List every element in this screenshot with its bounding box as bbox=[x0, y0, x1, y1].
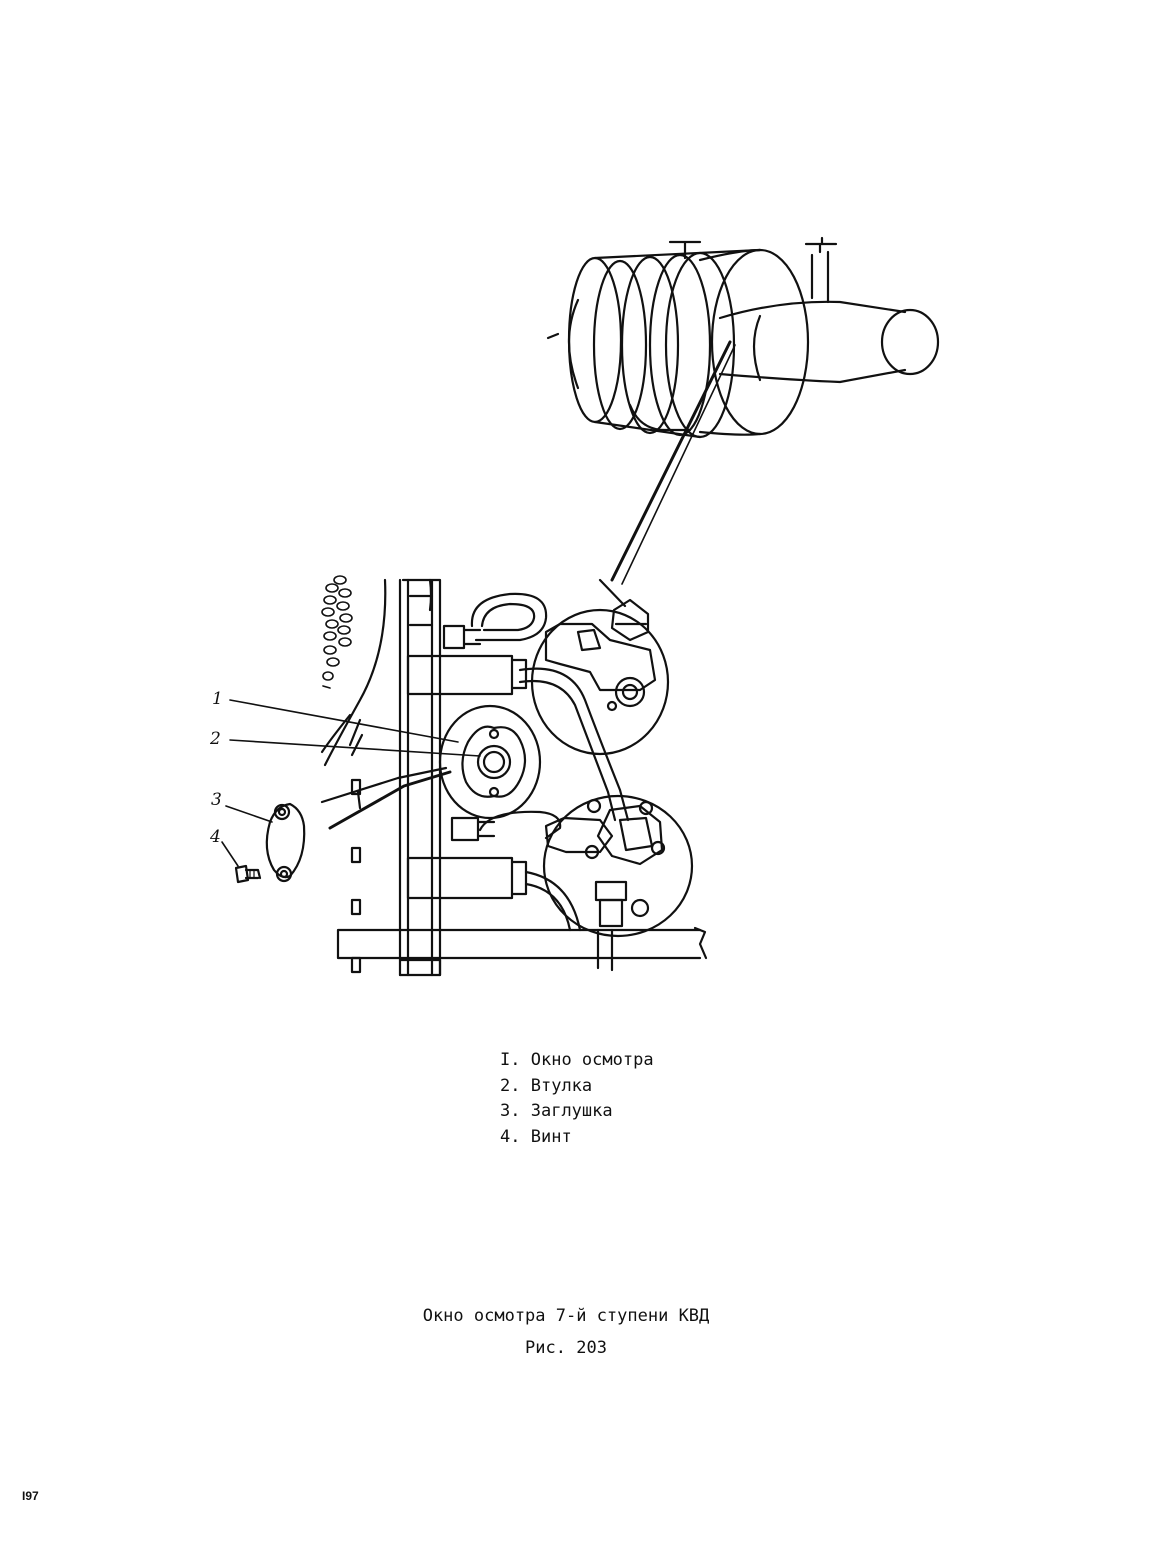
legend-item: 2. Втулка bbox=[500, 1074, 654, 1100]
screw bbox=[234, 864, 262, 884]
legend-number: 3. bbox=[500, 1101, 521, 1121]
legend-number: 2. bbox=[500, 1075, 521, 1096]
legend-text: Винт bbox=[530, 1126, 572, 1147]
callout-1: 1 bbox=[212, 689, 223, 709]
legend-number: 4. bbox=[500, 1126, 521, 1147]
figure-caption-title: Окно осмотра 7-й ступени КВД bbox=[422, 1306, 710, 1326]
legend-text: Заглушка bbox=[530, 1101, 613, 1121]
legend-number: I. bbox=[500, 1050, 521, 1070]
callout-2: 2 bbox=[209, 729, 221, 749]
legend-item: 3. Заглушка bbox=[500, 1099, 654, 1125]
engine-overview bbox=[546, 236, 940, 585]
callout-4: 4 bbox=[209, 827, 221, 847]
legend-item: 4. Винт bbox=[500, 1125, 654, 1151]
figure-label: Рис. 203 bbox=[525, 1338, 607, 1358]
detail-view bbox=[320, 575, 708, 977]
legend-text: Окно осмотра bbox=[530, 1050, 654, 1070]
plug-cover bbox=[265, 802, 306, 883]
legend-item: I. Окно осмотра bbox=[500, 1048, 654, 1074]
callout-3: 3 bbox=[211, 790, 222, 810]
leader-lines bbox=[221, 699, 481, 867]
technical-drawing: 1 2 3 4 bbox=[209, 236, 940, 977]
parts-legend: I. Окно осмотра 2. Втулка 3. Заглушка 4.… bbox=[500, 1048, 654, 1150]
legend-text: Втулка bbox=[530, 1075, 593, 1096]
page-number: I97 bbox=[22, 1489, 39, 1503]
